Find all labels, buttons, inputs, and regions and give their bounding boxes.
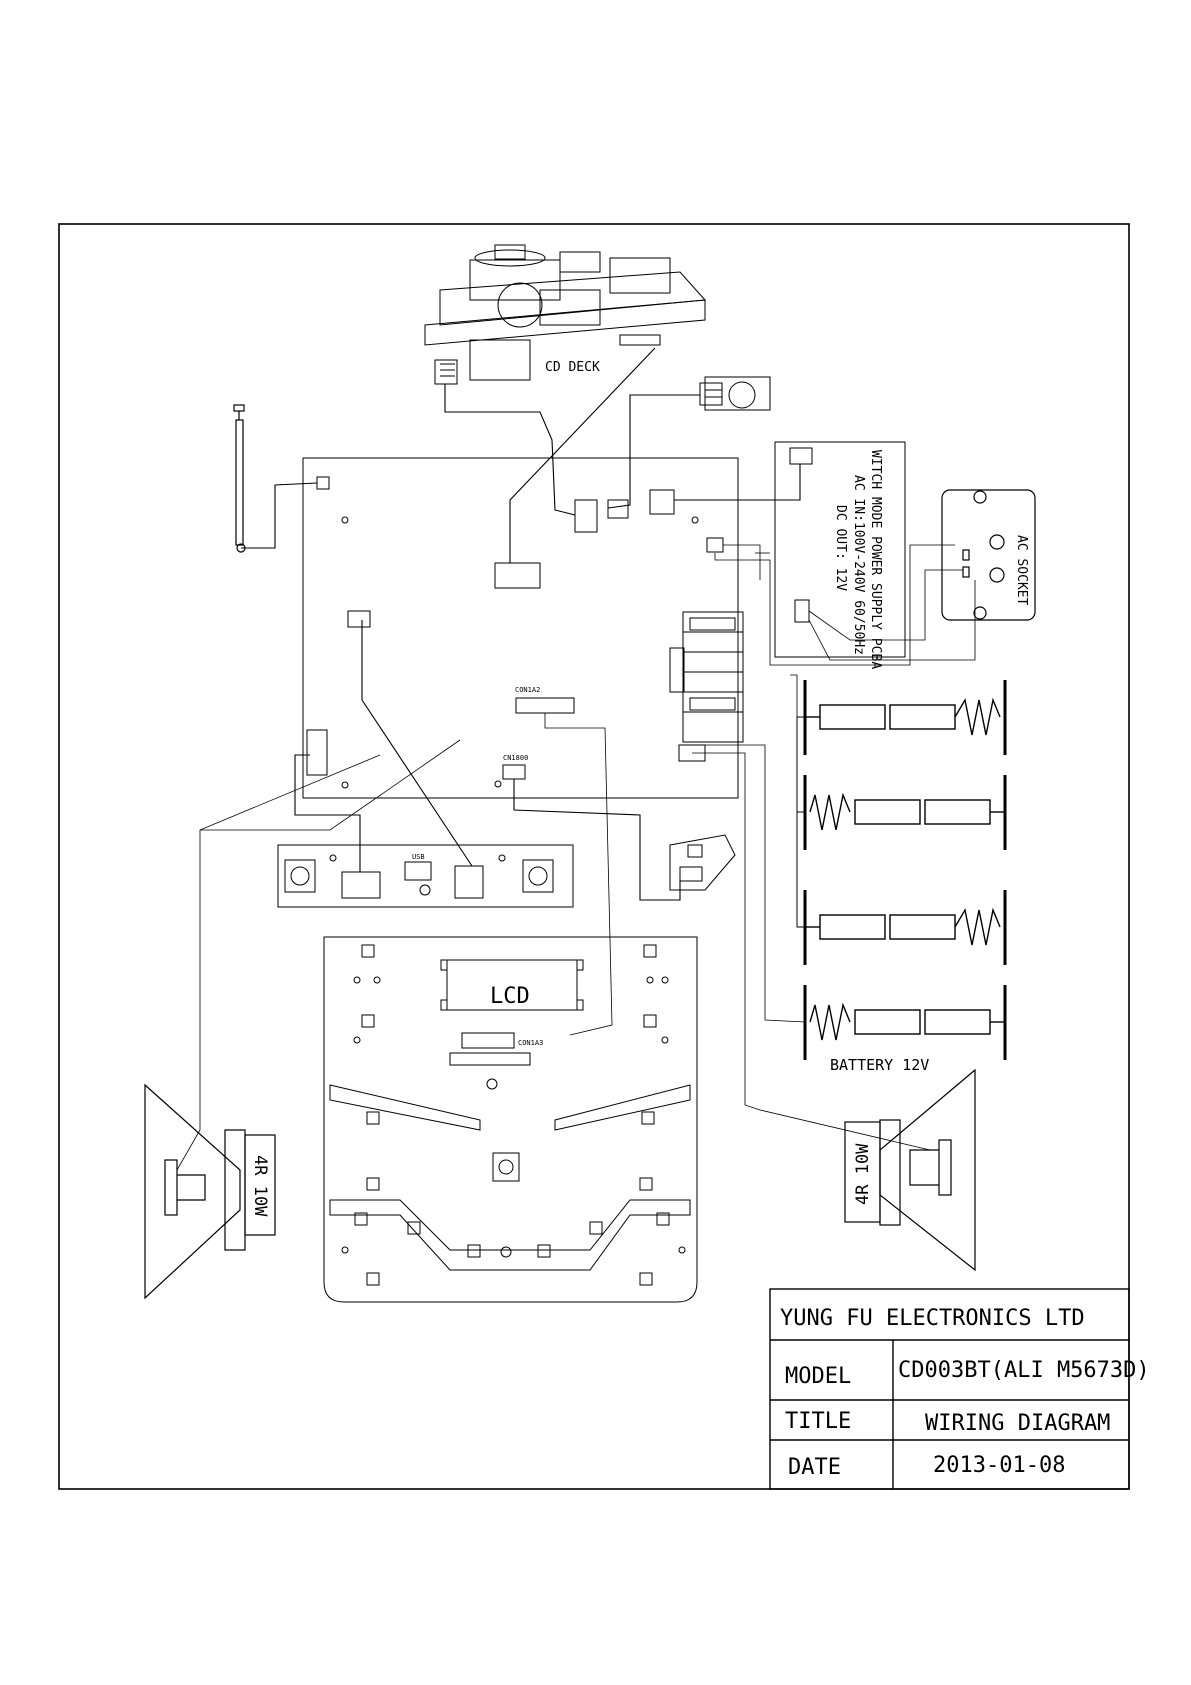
main-pcb — [303, 458, 743, 798]
pickup-sensor-board — [700, 377, 770, 410]
psu-label-2: AC IN:100V-240V 60/50Hz — [851, 475, 866, 655]
cd-deck-label: CD DECK — [545, 360, 600, 375]
drawing-frame — [59, 224, 1129, 1489]
speaker-right-label: 4R 10W — [853, 1143, 873, 1205]
title-value: WIRING DIAGRAM — [925, 1411, 1110, 1436]
cn1800-label: CN1800 — [503, 754, 528, 762]
battery-pack — [797, 680, 1005, 1060]
con1a2-label: CON1A2 — [515, 686, 540, 694]
ac-socket-label: AC SOCKET — [1014, 535, 1029, 606]
usb-label: USB — [412, 853, 425, 861]
input-board — [278, 845, 573, 907]
psu-label-1: WITCH MODE POWER SUPPLY PCBA — [868, 450, 883, 669]
wiring-harness — [177, 348, 975, 1170]
con1a3-label: CON1A3 — [518, 1039, 543, 1047]
date-value: 2013-01-08 — [933, 1453, 1065, 1478]
speaker-left-label: 4R 10W — [250, 1155, 270, 1217]
model-label: MODEL — [785, 1364, 851, 1389]
lcd-label: LCD — [490, 984, 530, 1009]
fm-antenna — [234, 405, 245, 552]
company-name: YUNG FU ELECTRONICS LTD — [780, 1306, 1085, 1331]
title-label: TITLE — [785, 1409, 851, 1434]
psu-label-3: DC OUT: 12V — [833, 505, 848, 591]
battery-label: BATTERY 12V — [830, 1056, 929, 1074]
model-value: CD003BT(ALI M5673D) — [898, 1358, 1150, 1383]
date-label: DATE — [788, 1455, 841, 1480]
